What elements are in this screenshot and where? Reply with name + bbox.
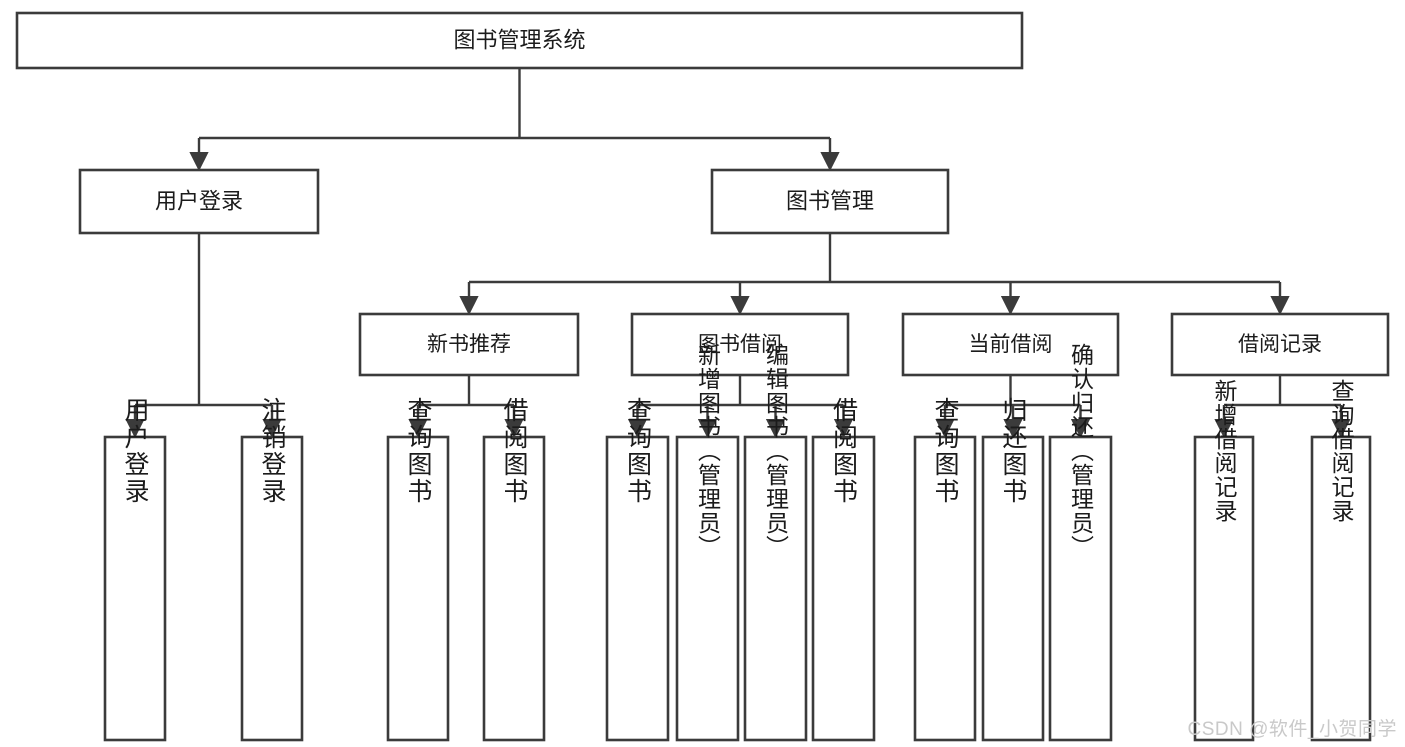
node-box bbox=[482, 435, 546, 742]
node-box bbox=[103, 435, 167, 742]
node-box bbox=[710, 168, 950, 235]
node-label: 用户登录 bbox=[155, 188, 243, 213]
node-label: 新增图书（管理员） bbox=[695, 343, 722, 559]
node-leaf-return-book[interactable]: 归还图书 bbox=[981, 397, 1045, 742]
node-root[interactable]: 图书管理系统 bbox=[15, 11, 1024, 70]
node-label: 查询图书 bbox=[931, 397, 960, 505]
node-current-borrow[interactable]: 当前借阅 bbox=[901, 312, 1120, 377]
node-new-book-recommend[interactable]: 新书推荐 bbox=[358, 312, 580, 377]
node-book-borrow[interactable]: 图书借阅 bbox=[630, 312, 850, 377]
node-label: 图书借阅 bbox=[698, 333, 782, 356]
node-label: 查询图书 bbox=[624, 397, 653, 505]
node-label: 借阅记录 bbox=[1238, 333, 1322, 356]
node-label: 注销登录 bbox=[258, 397, 287, 505]
node-box bbox=[78, 168, 320, 235]
node-borrow-record[interactable]: 借阅记录 bbox=[1170, 312, 1390, 377]
node-label: 查询图书 bbox=[404, 397, 433, 505]
node-label: 用户登录 bbox=[121, 397, 150, 505]
node-box bbox=[15, 11, 1024, 70]
node-label: 借阅图书 bbox=[500, 397, 529, 505]
node-label: 新增借阅记录 bbox=[1211, 379, 1238, 523]
node-label: 图书管理 bbox=[786, 188, 874, 213]
edges-layer bbox=[125, 68, 1351, 439]
node-box bbox=[675, 435, 740, 742]
node-label: 借阅图书 bbox=[830, 397, 859, 505]
node-leaf-query-book-2[interactable]: 查询图书 bbox=[605, 397, 670, 742]
node-box bbox=[240, 435, 304, 742]
node-leaf-query-book-1[interactable]: 查询图书 bbox=[386, 397, 450, 742]
node-label: 编辑图书（管理员） bbox=[763, 343, 790, 559]
node-leaf-add-record[interactable]: 新增借阅记录 bbox=[1193, 379, 1255, 742]
node-label: 当前借阅 bbox=[969, 333, 1053, 356]
node-box bbox=[901, 312, 1120, 377]
node-leaf-logout[interactable]: 注销登录 bbox=[240, 397, 304, 742]
nodes-layer: 图书管理系统用户登录图书管理新书推荐图书借阅当前借阅借阅记录用户登录注销登录查询… bbox=[15, 11, 1390, 742]
node-box bbox=[605, 435, 670, 742]
node-box bbox=[913, 435, 977, 742]
node-label: 新书推荐 bbox=[427, 333, 511, 356]
node-leaf-confirm-return[interactable]: 确认归还（管理员） bbox=[1048, 343, 1113, 742]
node-label: 查询借阅记录 bbox=[1328, 379, 1355, 523]
node-leaf-query-record[interactable]: 查询借阅记录 bbox=[1310, 379, 1372, 742]
node-book-manage[interactable]: 图书管理 bbox=[710, 168, 950, 235]
node-box bbox=[386, 435, 450, 742]
node-leaf-borrow-book-1[interactable]: 借阅图书 bbox=[482, 397, 546, 742]
node-box bbox=[1170, 312, 1390, 377]
node-box bbox=[811, 435, 876, 742]
node-box bbox=[743, 435, 808, 742]
node-label: 图书管理系统 bbox=[453, 27, 585, 52]
node-label: 确认归还（管理员） bbox=[1068, 343, 1095, 559]
node-leaf-add-book[interactable]: 新增图书（管理员） bbox=[675, 343, 740, 742]
node-leaf-borrow-book-2[interactable]: 借阅图书 bbox=[811, 397, 876, 742]
node-leaf-edit-book[interactable]: 编辑图书（管理员） bbox=[743, 343, 808, 742]
node-box bbox=[1310, 435, 1372, 742]
node-box bbox=[358, 312, 580, 377]
node-leaf-query-book-3[interactable]: 查询图书 bbox=[913, 397, 977, 742]
node-leaf-user-login[interactable]: 用户登录 bbox=[103, 397, 167, 742]
node-box bbox=[630, 312, 850, 377]
node-box bbox=[1193, 435, 1255, 742]
node-user-login[interactable]: 用户登录 bbox=[78, 168, 320, 235]
node-box bbox=[1048, 435, 1113, 742]
node-label: 归还图书 bbox=[999, 397, 1028, 505]
node-box bbox=[981, 435, 1045, 742]
